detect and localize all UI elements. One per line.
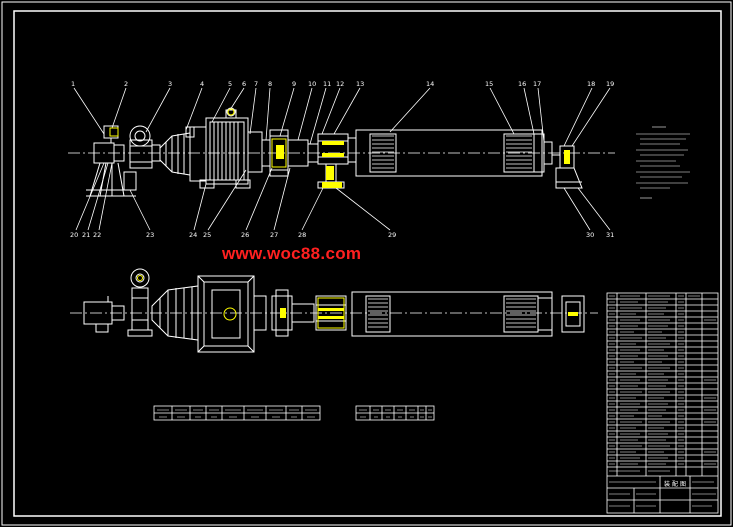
balloon-13: 13 <box>356 80 364 88</box>
balloon-3: 3 <box>168 80 172 88</box>
balloon-6: 6 <box>242 80 246 88</box>
balloon-5: 5 <box>228 80 232 88</box>
balloon-23: 23 <box>146 231 154 239</box>
top-gear <box>129 125 161 169</box>
title-char-2: 配 <box>672 481 678 488</box>
top-leaders <box>73 87 611 231</box>
spec-table-left-text <box>157 409 317 418</box>
balloon-24: 24 <box>189 231 197 239</box>
title-char-3: 图 <box>680 481 686 488</box>
balloon-11: 11 <box>323 80 331 88</box>
balloon-29: 29 <box>388 231 396 239</box>
parts-list-text <box>609 295 716 507</box>
bottom-yellow <box>280 308 578 319</box>
balloon-7: 7 <box>254 80 258 88</box>
balloon-labels-top: 1 2 3 4 5 6 7 8 9 10 11 12 13 14 15 16 1… <box>71 80 614 88</box>
balloon-30: 30 <box>586 231 594 239</box>
watermark-url: www.woc88.com <box>222 244 362 263</box>
balloon-15: 15 <box>485 80 493 88</box>
balloon-16: 16 <box>518 80 526 88</box>
inner-frame <box>13 10 722 517</box>
top-reducer <box>159 107 263 189</box>
balloon-22: 22 <box>93 231 101 239</box>
bottom-yellow-outlines <box>137 275 345 329</box>
balloon-9: 9 <box>292 80 296 88</box>
technical-notes <box>636 126 690 199</box>
top-roller-winding <box>372 135 532 169</box>
balloon-1: 1 <box>71 80 75 88</box>
top-yellow-outlines <box>109 108 287 168</box>
top-roller <box>355 129 553 177</box>
balloon-17: 17 <box>533 80 541 88</box>
balloon-4: 4 <box>200 80 204 88</box>
title-block-label: 装 配 图 <box>664 480 686 488</box>
balloon-26: 26 <box>241 231 249 239</box>
top-view <box>68 87 615 231</box>
balloon-labels-bottom: 20 21 22 23 24 25 26 27 28 29 30 31 <box>70 231 614 239</box>
balloon-12: 12 <box>336 80 344 88</box>
top-right-support <box>552 145 583 189</box>
balloon-27: 27 <box>270 231 278 239</box>
balloon-18: 18 <box>587 80 595 88</box>
bottom-roller-winding <box>368 298 536 328</box>
spec-table-right-text <box>359 409 432 418</box>
balloon-28: 28 <box>298 231 306 239</box>
balloon-19: 19 <box>606 80 614 88</box>
parts-list <box>606 292 719 514</box>
balloon-14: 14 <box>426 80 434 88</box>
top-hatching <box>276 141 570 188</box>
balloon-25: 25 <box>203 231 211 239</box>
spec-table-right <box>355 405 435 421</box>
balloon-31: 31 <box>606 231 614 239</box>
balloon-10: 10 <box>308 80 316 88</box>
balloon-2: 2 <box>124 80 128 88</box>
balloon-8: 8 <box>268 80 272 88</box>
bottom-view <box>70 268 598 353</box>
balloon-20: 20 <box>70 231 78 239</box>
balloon-21: 21 <box>82 231 90 239</box>
title-char-1: 装 <box>664 480 670 488</box>
spec-table-left <box>153 405 321 421</box>
